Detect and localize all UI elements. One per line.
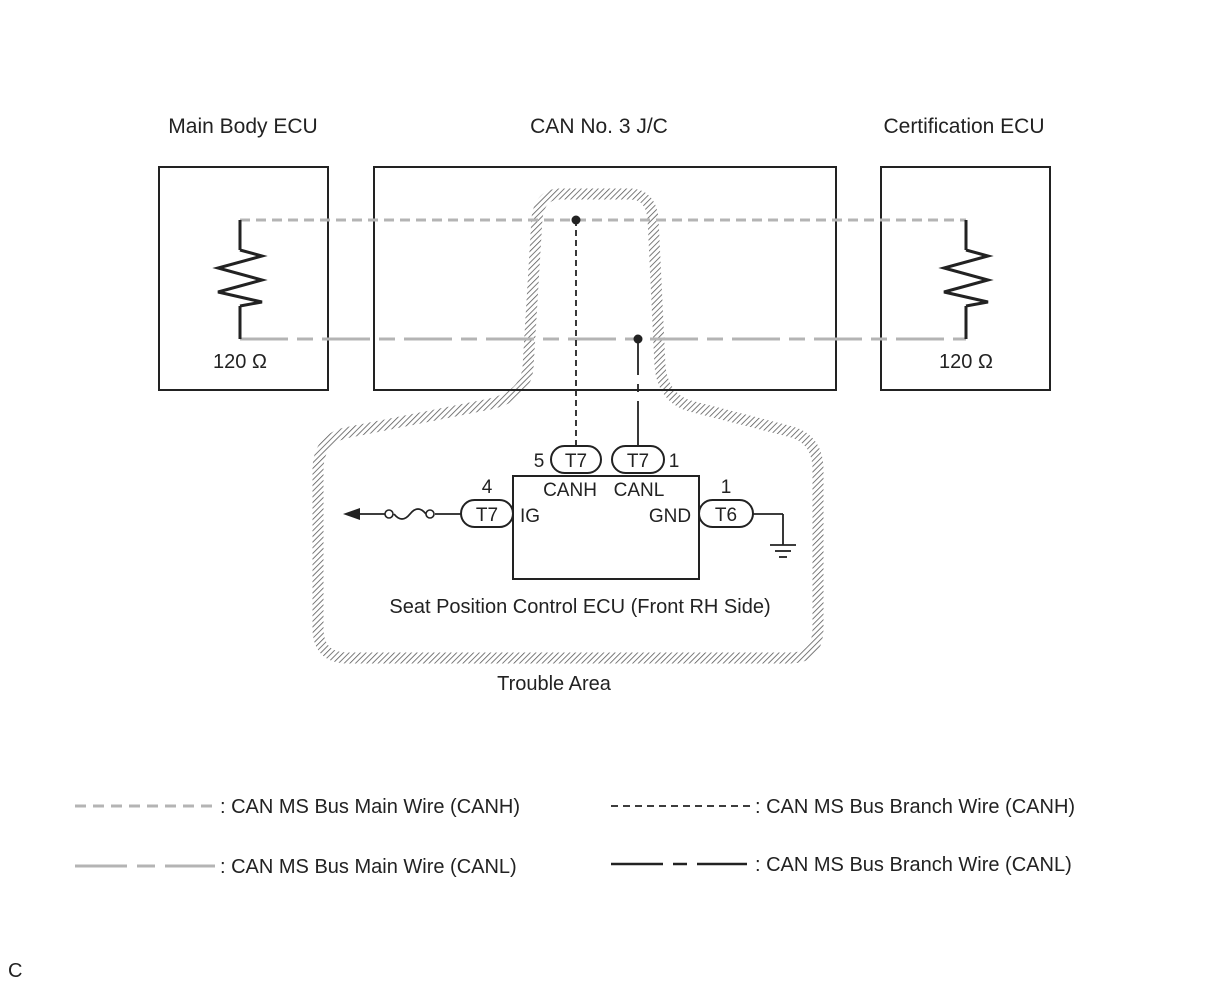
junction-connector-label: CAN No. 3 J/C xyxy=(530,115,668,138)
main-body-ecu-box xyxy=(158,166,329,391)
gnd-connector-id: T6 xyxy=(715,505,737,526)
ig-power-supply-line xyxy=(343,508,461,520)
legend-branch-canl-label: : CAN MS Bus Branch Wire (CANL) xyxy=(755,854,1072,876)
gnd-pin-number: 1 xyxy=(721,477,732,498)
ig-pin-number: 4 xyxy=(482,477,493,498)
right-termination-resistor xyxy=(938,220,994,339)
canh-pin-number: 5 xyxy=(534,451,545,472)
main-body-ecu-label: Main Body ECU xyxy=(168,115,317,138)
legend-branch-canh-label: : CAN MS Bus Branch Wire (CANH) xyxy=(755,796,1075,818)
canl-terminal-label: CANL xyxy=(614,480,665,501)
corner-mark: C xyxy=(8,960,22,982)
canh-connector-id: T7 xyxy=(565,451,587,472)
legend-main-canh-label: : CAN MS Bus Main Wire (CANH) xyxy=(220,796,520,818)
ig-terminal-label: IG xyxy=(520,506,540,527)
left-resistor-value: 120 Ω xyxy=(213,351,267,373)
legend-main-canl-label: : CAN MS Bus Main Wire (CANL) xyxy=(220,856,517,878)
ig-connector-id: T7 xyxy=(476,505,498,526)
canl-connector-id: T7 xyxy=(627,451,649,472)
seat-ecu-box xyxy=(512,475,700,580)
certification-ecu-label: Certification ECU xyxy=(883,115,1044,138)
seat-ecu-label: Seat Position Control ECU (Front RH Side… xyxy=(389,596,770,618)
left-termination-resistor xyxy=(212,220,268,339)
canl-connector xyxy=(611,445,665,474)
ground-icon xyxy=(753,513,796,558)
gnd-terminal-label: GND xyxy=(649,506,691,527)
right-resistor-value: 120 Ω xyxy=(939,351,993,373)
trouble-area-outline xyxy=(312,188,824,664)
canh-terminal-label: CANH xyxy=(543,480,597,501)
canh-connector xyxy=(550,445,602,474)
junction-connector-box xyxy=(373,166,837,391)
canl-pin-number: 1 xyxy=(669,451,680,472)
certification-ecu-box xyxy=(880,166,1051,391)
legend: : CAN MS Bus Main Wire (CANH) : CAN MS B… xyxy=(75,796,1075,878)
trouble-area-label: Trouble Area xyxy=(497,673,612,695)
